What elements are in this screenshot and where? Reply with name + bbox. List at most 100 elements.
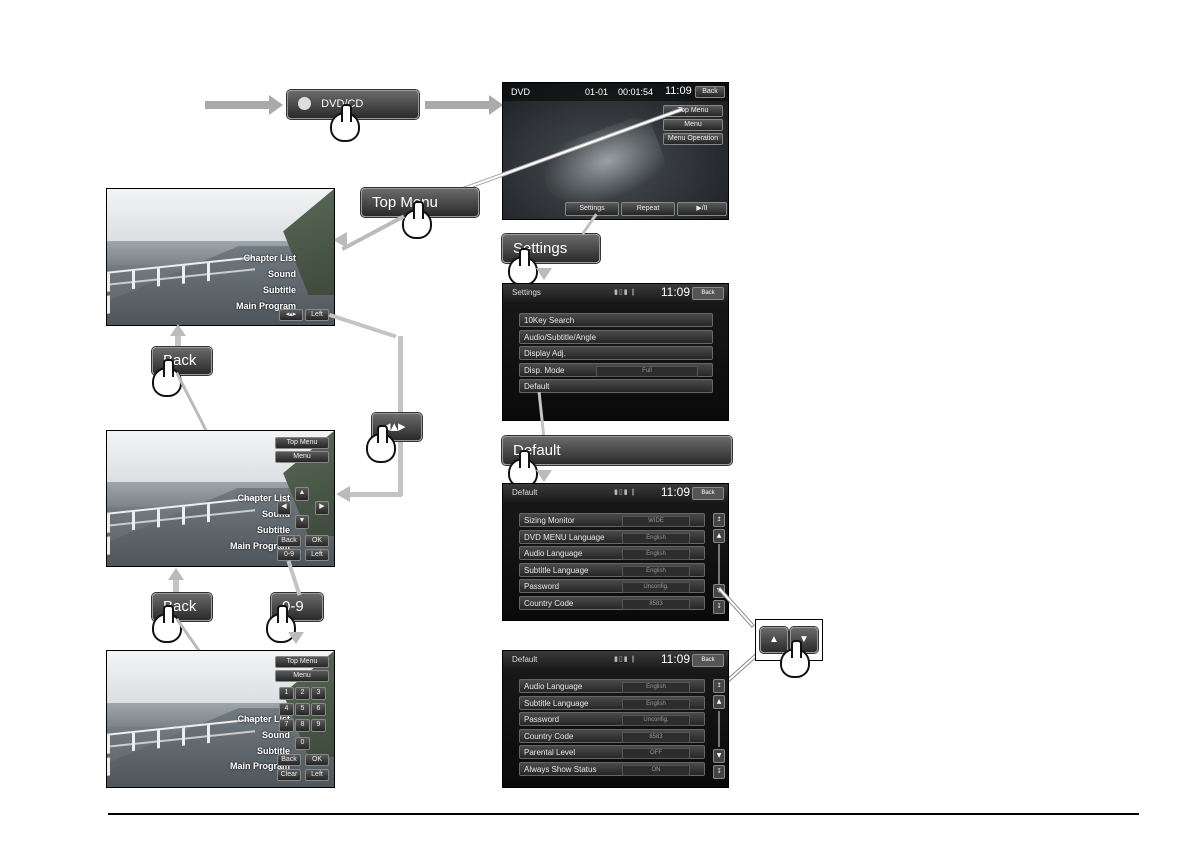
scroll-down-button[interactable]: ▼ <box>713 749 725 763</box>
digits-label: 0-9 <box>283 551 295 558</box>
key-3[interactable]: 3 <box>311 687 326 700</box>
scrollbar-track[interactable] <box>718 711 720 747</box>
left-button[interactable]: Left <box>305 549 329 561</box>
key-label: 3 <box>316 689 321 696</box>
menu-item-sound[interactable]: Sound <box>268 269 296 279</box>
up-arrow-shaft <box>175 336 181 348</box>
left-label: Left <box>311 311 323 318</box>
tap-hand-icon <box>780 640 810 678</box>
menu-item-chapter-list[interactable]: Chapter List <box>237 493 290 503</box>
tap-hand-icon <box>366 425 396 463</box>
key-1[interactable]: 1 <box>279 687 294 700</box>
menu-button[interactable]: Menu <box>663 119 723 131</box>
back-button[interactable]: Back <box>695 86 725 98</box>
disp-mode-value: Full <box>596 366 698 377</box>
menu-item-sound[interactable]: Sound <box>262 730 290 740</box>
menu-operation-button[interactable]: Menu Operation <box>663 133 723 145</box>
left-arrow-button[interactable]: ◀ <box>277 501 291 515</box>
key-6[interactable]: 6 <box>311 703 326 716</box>
menu-item-sound[interactable]: Sound <box>262 509 290 519</box>
back-button[interactable]: Back <box>692 287 724 300</box>
status-icons: ▮▯▮ ∥ <box>613 489 636 496</box>
scroll-up-button[interactable]: ▲ <box>713 695 725 709</box>
menu-item-subtitle[interactable]: Subtitle <box>257 746 290 756</box>
key-label: 0 <box>300 739 305 746</box>
scroll-top-button[interactable]: ↥ <box>713 679 725 693</box>
key-4[interactable]: 4 <box>279 703 294 716</box>
key-2[interactable]: 2 <box>295 687 310 700</box>
direction-pad-button[interactable]: ◂▴▸ <box>279 309 303 321</box>
top-menu-label: Top Menu <box>286 439 318 446</box>
top-menu-button[interactable]: Top Menu <box>663 105 723 117</box>
row-value: English <box>622 699 690 710</box>
up-arrow <box>168 568 184 580</box>
up-button[interactable]: ▲ <box>295 487 309 501</box>
left-button[interactable]: Left <box>305 769 329 781</box>
menu-item-chapter-list[interactable]: Chapter List <box>237 714 290 724</box>
default-callout[interactable]: Default <box>502 436 732 465</box>
key-8[interactable]: 8 <box>295 719 310 732</box>
menu-item-chapter-list[interactable]: Chapter List <box>243 253 296 263</box>
default-title: Default <box>512 488 538 497</box>
ok-button[interactable]: OK <box>305 535 329 547</box>
menu-item-subtitle[interactable]: Subtitle <box>263 285 296 295</box>
row-value: English <box>622 533 690 544</box>
scroll-top-button[interactable]: ↥ <box>713 513 725 527</box>
menu-item-main-program[interactable]: Main Program <box>229 761 290 771</box>
back-button[interactable]: Back <box>277 535 301 547</box>
down-arrow <box>536 470 552 482</box>
tap-hand-icon <box>266 605 296 643</box>
key-0[interactable]: 0 <box>295 737 310 750</box>
settings-item-10key-search[interactable]: 10Key Search <box>519 313 713 327</box>
digits-button[interactable]: 0-9 <box>277 549 301 561</box>
menu-item-subtitle[interactable]: Subtitle <box>257 525 290 535</box>
repeat-button[interactable]: Repeat <box>621 202 675 216</box>
menu-item-main-program[interactable]: Main Program <box>229 541 290 551</box>
right-arrow-button[interactable]: ▶ <box>315 501 329 515</box>
scroll-bottom-button[interactable]: ↧ <box>713 600 725 614</box>
top-menu-button[interactable]: Top Menu <box>275 656 329 668</box>
back-button[interactable]: Back <box>277 754 301 766</box>
disc-icon <box>298 97 311 110</box>
scroll-up-callout[interactable]: ▲ <box>760 627 788 653</box>
top-menu-button[interactable]: Top Menu <box>275 437 329 449</box>
menu-item-main-program[interactable]: Main Program <box>235 301 296 311</box>
settings-button[interactable]: Settings <box>565 202 619 216</box>
down-button[interactable]: ▼ <box>295 515 309 529</box>
settings-item-display-adj[interactable]: Display Adj. <box>519 346 713 360</box>
ok-button[interactable]: OK <box>305 754 329 766</box>
key-9[interactable]: 9 <box>311 719 326 732</box>
clear-button[interactable]: Clear <box>277 769 301 781</box>
scroll-up-button[interactable]: ▲ <box>713 529 725 543</box>
back-label: Back <box>701 290 715 296</box>
key-5[interactable]: 5 <box>295 703 310 716</box>
back-button[interactable]: Back <box>692 654 724 667</box>
left-button[interactable]: Left <box>305 309 329 321</box>
settings-item-audio-subtitle-angle[interactable]: Audio/Subtitle/Angle <box>519 330 713 344</box>
key-7[interactable]: 7 <box>279 719 294 732</box>
back-label: Back <box>281 756 297 763</box>
play-pause-button[interactable]: ▶/II <box>677 202 727 216</box>
menu-button[interactable]: Menu <box>275 451 329 463</box>
dvd-menu-screen-3: Top Menu Menu Chapter List Sound Subtitl… <box>106 650 335 788</box>
scroll-bottom-button[interactable]: ↧ <box>713 765 725 779</box>
back-button[interactable]: Back <box>692 487 724 500</box>
scrollbar-track[interactable] <box>718 544 720 584</box>
settings-item-default[interactable]: Default <box>519 379 713 393</box>
menu-button[interactable]: Menu <box>275 670 329 682</box>
top-menu-callout-label: Top Menu <box>372 194 438 211</box>
